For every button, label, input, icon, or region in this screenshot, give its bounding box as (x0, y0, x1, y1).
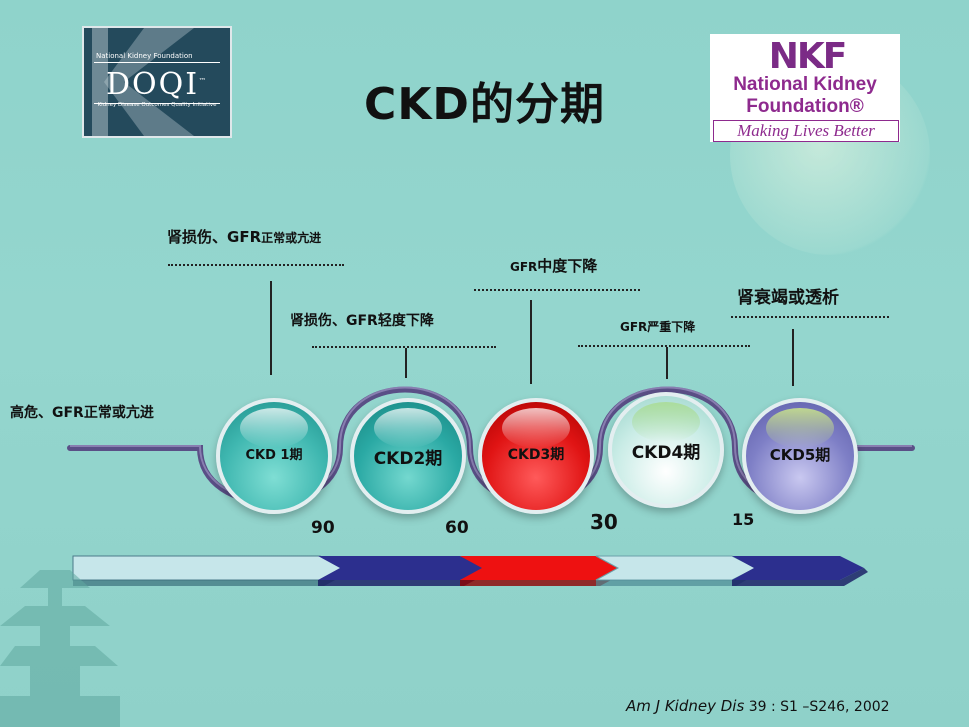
citation: Am J Kidney Dis 39 : S1 –S246, 2002 (626, 697, 890, 715)
stage2-annotation: 肾损伤、GFR轻度下降 (290, 313, 434, 329)
stage5-orb: CKD5期 (742, 398, 858, 514)
stage1-label: CKD 1期 (245, 448, 303, 463)
stage3-orb: CKD3期 (478, 398, 594, 514)
stage1-dotted-line (168, 264, 344, 266)
nkf-name: National Kidney Foundation® (733, 74, 877, 117)
orb-highlight (374, 408, 442, 448)
doqi-k-mark (84, 28, 230, 136)
gfr-threshold-90: 90 (311, 518, 335, 538)
orb-highlight (502, 408, 570, 448)
stage5-annotation: 肾衰竭或透析 (737, 288, 839, 308)
arrow-segment-2 (318, 556, 490, 586)
arrow-segment-3 (460, 556, 626, 586)
stage2-pointer (405, 348, 407, 378)
stage5-label: CKD5期 (769, 446, 831, 464)
stage4-label: CKD4期 (631, 443, 701, 463)
stage4-pointer (666, 347, 668, 379)
stage3-dotted-line (474, 289, 640, 291)
gfr-threshold-15: 15 (732, 510, 755, 529)
stage2-label: CKD2期 (373, 449, 443, 469)
stage4-annotation: GFR严重下降 (620, 320, 696, 334)
doqi-wordmark: DOQI™ (94, 62, 220, 104)
arrow-segment-5 (732, 556, 868, 586)
stage3-pointer (530, 300, 532, 384)
stage3-annotation: GFR中度下降 (510, 257, 598, 275)
stage1-annotation: 肾损伤、GFR正常或亢进 (167, 228, 322, 246)
stage2-dotted-line (312, 346, 496, 348)
pavilion-decoration (0, 570, 120, 727)
gfr-threshold-60: 60 (445, 518, 469, 538)
doqi-logo: National Kidney Foundation DOQI™ Kidney … (82, 26, 232, 138)
doqi-org-name: National Kidney Foundation (96, 52, 193, 60)
stage2-orb: CKD2期 (350, 398, 466, 514)
orb-highlight (632, 402, 700, 442)
stage4-dotted-line (578, 345, 750, 347)
gfr-threshold-30: 30 (590, 510, 618, 534)
stage4-orb: CKD4期 (608, 392, 724, 508)
nkf-logo: NKF National Kidney Foundation® Making L… (710, 34, 900, 142)
doqi-subtitle: Kidney Disease Outcomes Quality Initiati… (97, 102, 217, 108)
orb-highlight (766, 408, 834, 448)
orb-highlight (240, 408, 308, 448)
stage3-label: CKD3期 (507, 447, 565, 463)
risk-annotation: 高危、GFR正常或亢进 (10, 405, 154, 421)
stage5-pointer (792, 329, 794, 386)
stage5-dotted-line (731, 316, 889, 318)
nkf-mark: NKF (768, 36, 848, 77)
stage1-pointer (270, 281, 272, 375)
nkf-tagline: Making Lives Better (713, 120, 899, 142)
stage1-orb: CKD 1期 (216, 398, 332, 514)
slide-title: CKD的分期 (364, 79, 605, 130)
